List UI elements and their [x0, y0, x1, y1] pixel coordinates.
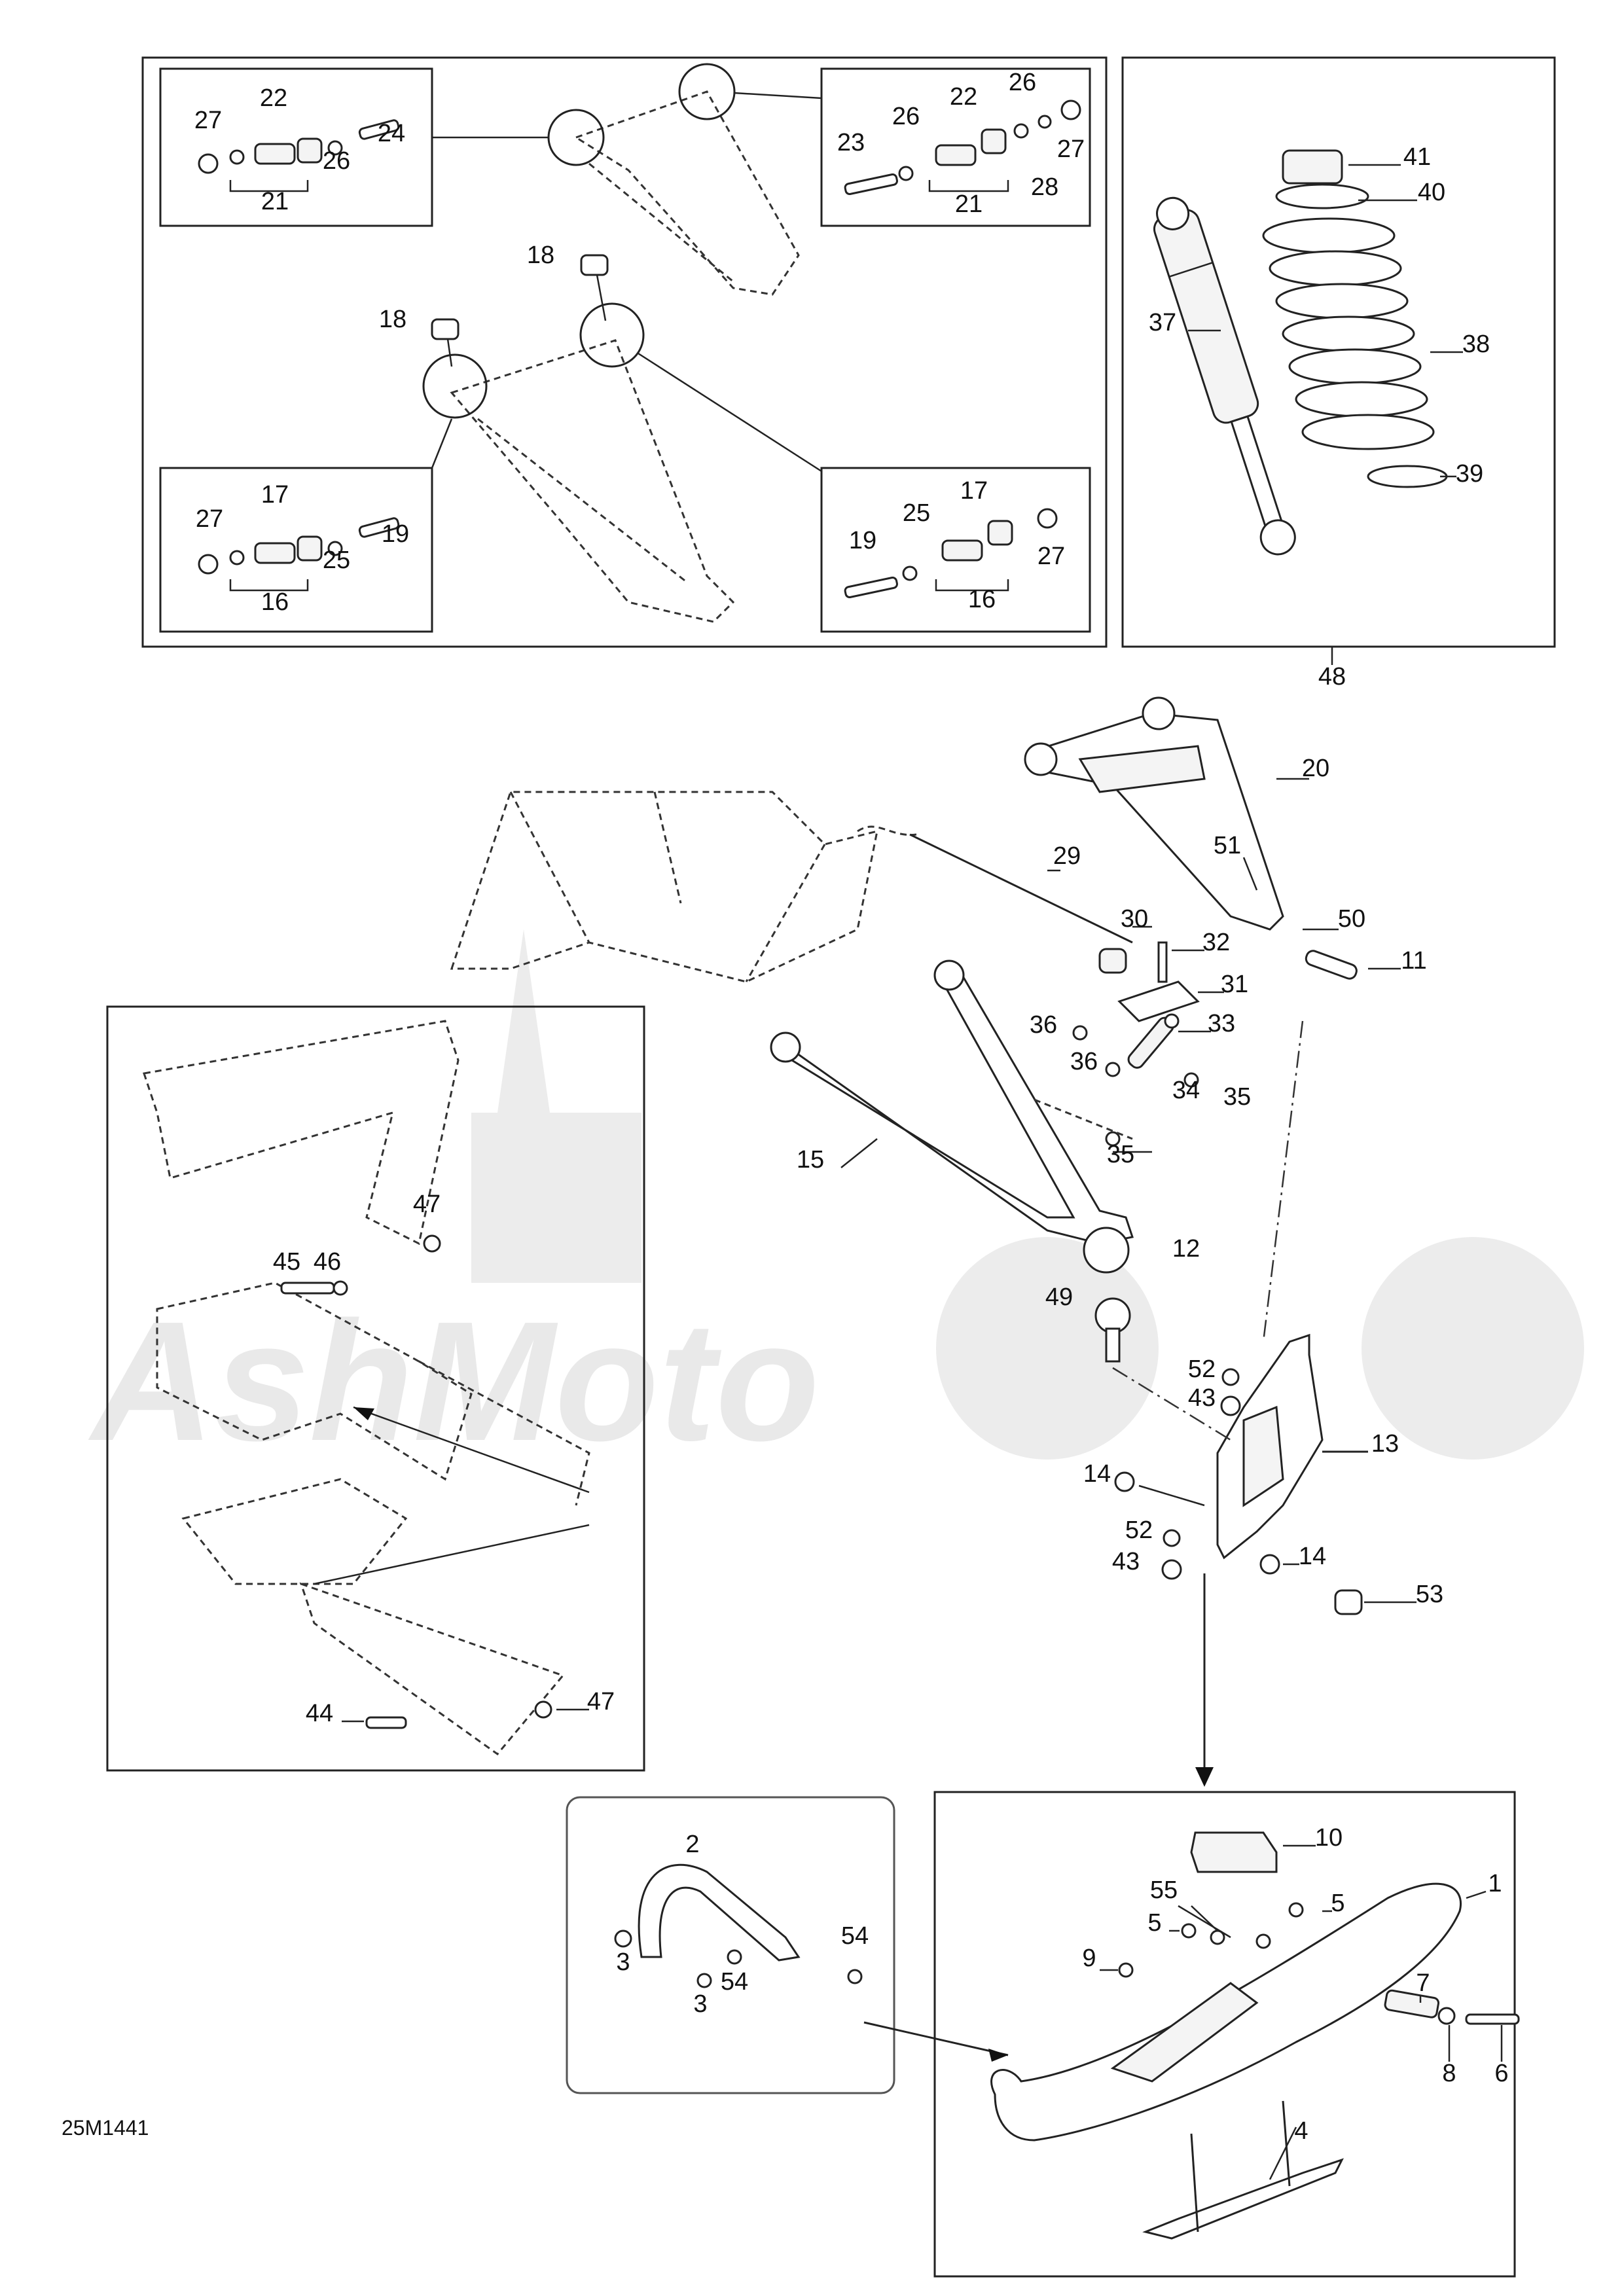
callout-c52a: 52 [1188, 1355, 1216, 1383]
callout-c15: 15 [797, 1146, 824, 1174]
callout-c27c: 27 [196, 505, 223, 533]
callout-c17a: 17 [261, 481, 289, 509]
callout-c14b: 14 [1299, 1543, 1326, 1570]
callout-c21b: 21 [955, 190, 983, 218]
callout-c26a: 26 [323, 147, 350, 175]
callout-c33: 33 [1208, 1010, 1235, 1037]
callout-c16b: 16 [968, 586, 996, 613]
callout-c8: 8 [1442, 2060, 1456, 2087]
callout-c23b: 23 [837, 129, 865, 156]
callout-c2: 2 [685, 1831, 699, 1858]
lower-a-arm [770, 960, 1134, 1274]
callout-c32: 32 [1202, 929, 1230, 956]
callout-c29: 29 [1053, 842, 1081, 870]
callout-c18b: 18 [379, 306, 406, 333]
callout-c7: 7 [1416, 1969, 1430, 1997]
callout-c19b: 19 [849, 527, 876, 554]
drawing-code: 25M1441 [62, 2116, 149, 2140]
watermark-graphic: AshMoto [86, 929, 1584, 1477]
callout-c20: 20 [1302, 755, 1329, 782]
callout-c5a: 5 [1331, 1890, 1344, 1917]
callout-c27b: 27 [1057, 135, 1085, 163]
callout-c54a: 54 [841, 1922, 869, 1950]
callout-c47b: 47 [587, 1688, 615, 1715]
callout-c36b: 36 [1070, 1048, 1098, 1075]
spindle [1094, 1020, 1368, 1787]
callout-c34: 34 [1172, 1077, 1200, 1104]
callout-c27a: 27 [194, 107, 222, 134]
callout-c53: 53 [1416, 1581, 1443, 1608]
callout-c43a: 43 [1188, 1384, 1216, 1412]
callout-c38: 38 [1462, 331, 1490, 358]
callout-c41: 41 [1403, 143, 1431, 171]
front-frame-panel [106, 1005, 645, 1772]
callout-c51: 51 [1214, 832, 1241, 859]
callout-c6: 6 [1494, 2060, 1508, 2087]
shock-absorber-panel [1121, 56, 1556, 665]
coil-spring [1262, 217, 1435, 450]
callout-c13: 13 [1371, 1430, 1399, 1458]
callout-c11: 11 [1401, 947, 1426, 975]
callout-c12: 12 [1172, 1235, 1200, 1263]
ski-handle-panel [566, 1796, 1009, 2094]
callout-c3b: 3 [693, 1990, 707, 2018]
callout-c26c: 26 [1009, 69, 1036, 96]
callout-c44: 44 [306, 1700, 333, 1727]
callout-c1: 1 [1488, 1870, 1502, 1897]
callout-c36a: 36 [1030, 1011, 1057, 1039]
callout-c28: 28 [1031, 173, 1058, 201]
callout-c9: 9 [1082, 1945, 1096, 1972]
callout-c37: 37 [1149, 309, 1176, 336]
a-arm-bushing-panel [141, 56, 1108, 648]
callout-c40: 40 [1418, 179, 1445, 206]
callout-c25a: 25 [323, 547, 350, 574]
callout-labels: 2722262421232622262728211818271725191619… [194, 69, 1509, 2145]
callout-c35a: 35 [1223, 1083, 1251, 1111]
callout-c22a: 22 [260, 84, 287, 112]
callout-c25b: 25 [903, 499, 930, 527]
callout-c50: 50 [1338, 905, 1365, 933]
callout-c35b: 35 [1107, 1141, 1134, 1168]
callout-c3a: 3 [616, 1948, 630, 1976]
callout-c10: 10 [1315, 1824, 1343, 1852]
callout-c55: 55 [1150, 1876, 1178, 1904]
callout-c30: 30 [1121, 905, 1148, 933]
callout-c46: 46 [314, 1248, 341, 1276]
callout-c52b: 52 [1125, 1516, 1153, 1544]
callout-c26b: 26 [892, 103, 920, 130]
callout-c14a: 14 [1083, 1460, 1111, 1488]
callout-c43b: 43 [1112, 1548, 1140, 1575]
callout-c18a: 18 [527, 242, 554, 269]
callout-c39: 39 [1456, 460, 1483, 488]
callout-c31: 31 [1221, 971, 1248, 998]
callout-c4: 4 [1294, 2117, 1308, 2145]
callout-c16a: 16 [261, 588, 289, 616]
ski-panel [933, 1791, 1520, 2278]
callout-c19a: 19 [382, 520, 409, 548]
spindle-hardware [1114, 1368, 1416, 1615]
sway-bar-linkage [1034, 925, 1224, 1153]
callout-c48: 48 [1318, 663, 1346, 691]
callout-c54b: 54 [721, 1968, 748, 1996]
upper-a-arm [1024, 696, 1401, 980]
callout-c27d: 27 [1038, 543, 1065, 570]
chassis-frame-ghost [450, 791, 1133, 983]
callout-c22b: 22 [950, 83, 977, 111]
callout-c24a: 24 [378, 120, 405, 147]
callout-c21a: 21 [261, 188, 289, 215]
callout-c5b: 5 [1147, 1909, 1161, 1937]
callout-c17b: 17 [960, 477, 988, 505]
callout-c49: 49 [1045, 1283, 1073, 1311]
callout-c47a: 47 [413, 1191, 441, 1218]
callout-c45: 45 [273, 1248, 300, 1276]
